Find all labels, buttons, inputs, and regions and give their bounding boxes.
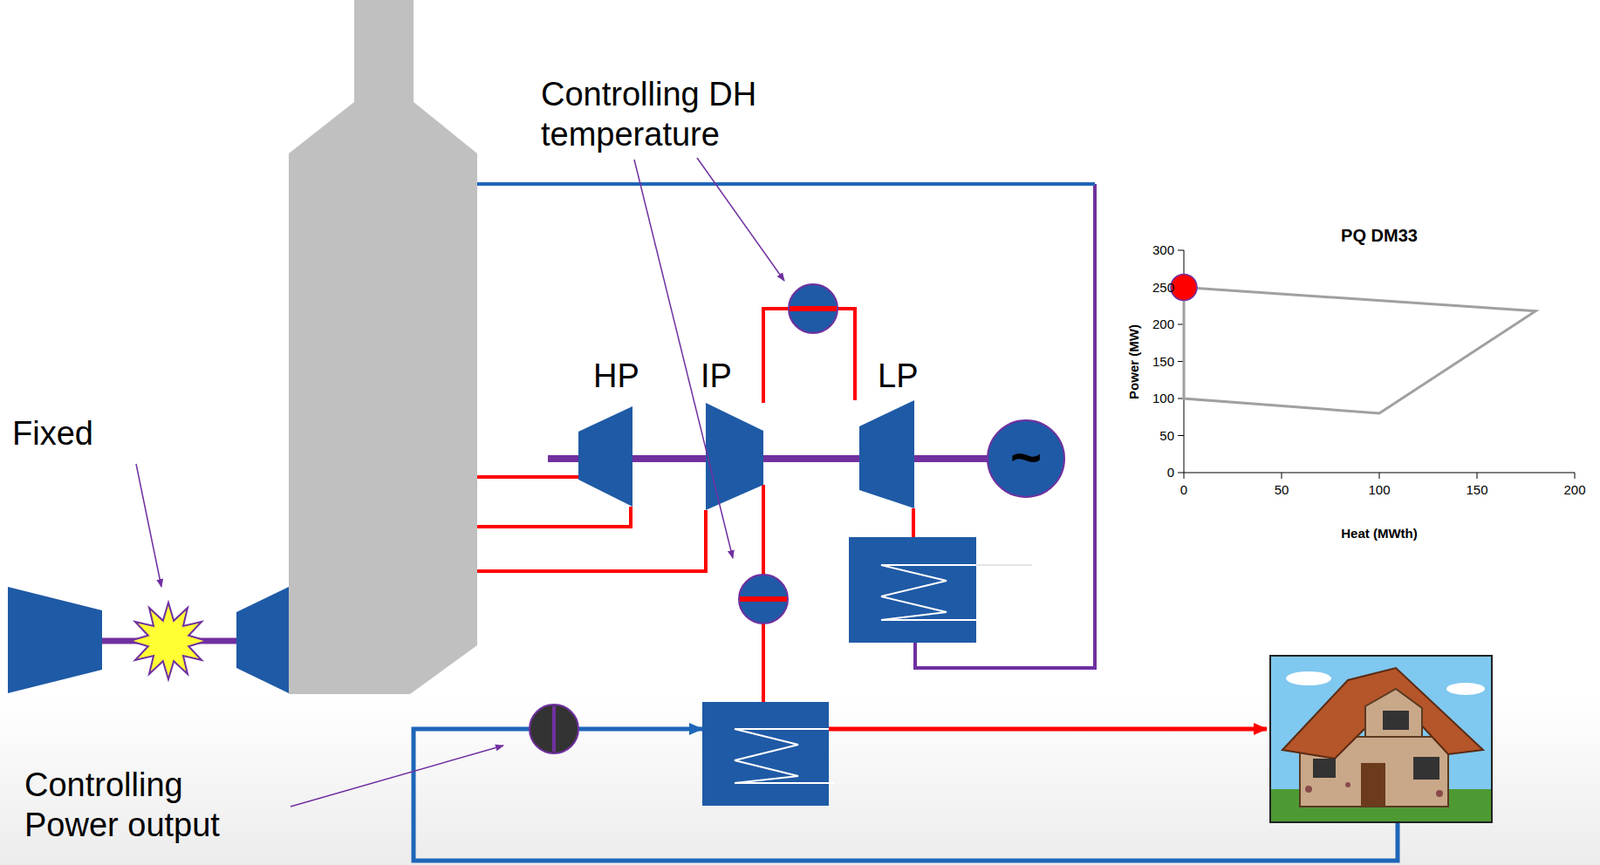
condenser xyxy=(848,537,977,643)
turbine-label: LP xyxy=(877,356,918,397)
leader-line xyxy=(136,464,162,588)
valve-bar xyxy=(739,596,787,602)
tick-mark xyxy=(1476,472,1478,479)
tick-label: 200 xyxy=(1152,316,1175,333)
callout-text: Controlling DH temperature xyxy=(540,75,803,155)
tick-label: 100 xyxy=(1367,482,1390,499)
cold-reheat-line xyxy=(477,506,631,527)
lp-turbine xyxy=(859,400,915,509)
tick-mark xyxy=(1379,472,1381,479)
crossover-valve xyxy=(788,284,838,334)
extraction-valve xyxy=(738,574,788,624)
pump-bar xyxy=(552,706,556,753)
tick-label: 100 xyxy=(1152,390,1175,407)
condenser-coil xyxy=(881,565,982,621)
ip-turbine xyxy=(705,403,764,511)
cooling-out xyxy=(976,564,1033,567)
tick-label: 0 xyxy=(1167,464,1175,481)
turbine-label: IP xyxy=(700,356,732,397)
cooling-out-shade xyxy=(976,565,1033,567)
dh-coil xyxy=(734,729,835,784)
callout-text: Controlling Power output xyxy=(24,765,278,846)
hot-reheat-line xyxy=(477,510,706,572)
dh-heat-exchanger xyxy=(702,702,829,807)
hp-turbine xyxy=(578,406,633,507)
hrsg-stack xyxy=(288,0,478,695)
axis-title: Heat (MWth) xyxy=(1340,526,1417,542)
turbine-label: HP xyxy=(593,356,640,397)
dh-supply-line xyxy=(828,727,1267,732)
cooling-in xyxy=(981,619,1033,622)
tick-label: 150 xyxy=(1465,482,1488,499)
leader-line xyxy=(290,745,504,807)
house-picture xyxy=(1270,656,1492,823)
hp-steam-line xyxy=(477,475,579,479)
tick-label: 200 xyxy=(1563,482,1586,499)
dh-pump xyxy=(529,704,579,754)
generator-symbol: ~ xyxy=(1010,424,1042,490)
tick-mark xyxy=(1281,472,1283,479)
tick-label: 250 xyxy=(1152,280,1175,296)
leader-line xyxy=(634,159,733,559)
lp-exhaust xyxy=(911,508,916,538)
pq-chart xyxy=(1170,250,1575,479)
tick-mark xyxy=(1574,472,1576,479)
tick-label: 150 xyxy=(1152,354,1175,370)
feedwater-line xyxy=(477,182,1095,186)
generator xyxy=(987,420,1065,498)
valve-bar xyxy=(789,306,837,312)
tick-mark xyxy=(1183,472,1185,479)
axis-title: Power (MW) xyxy=(1126,324,1142,400)
tick-label: 50 xyxy=(1274,482,1290,499)
gas-turbine xyxy=(236,587,289,694)
leader-line xyxy=(697,157,785,281)
tick-mark xyxy=(1177,472,1184,474)
tick-label: 50 xyxy=(1159,428,1175,445)
compressor xyxy=(7,587,103,694)
tick-mark xyxy=(1177,435,1184,437)
callout-text: Fixed xyxy=(12,414,94,455)
tick-label: 0 xyxy=(1180,482,1188,499)
tick-label: 300 xyxy=(1152,242,1175,259)
tick-mark xyxy=(1177,250,1184,252)
chart-title: PQ DM33 xyxy=(1340,225,1418,247)
combustor-flame xyxy=(129,602,207,680)
